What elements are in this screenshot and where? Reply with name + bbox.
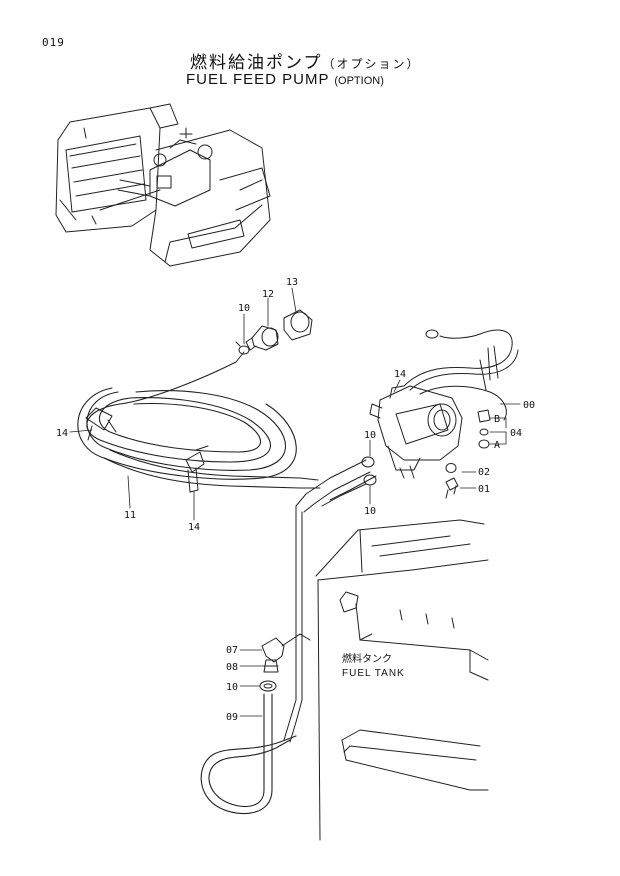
excavator-overview-illustration [55,103,271,267]
label-14-left: 14 [56,428,68,439]
title-japanese-main: 燃料給油ポンプ [190,53,323,73]
hose-clamp-10-top [235,341,250,355]
label-A: A [494,440,500,451]
label-09: 09 [226,712,238,723]
label-14-pump: 14 [394,369,406,380]
title-japanese-sub: （オプション） [322,57,421,71]
part-number-labels: 10 12 13 14 00 B 04 A 02 01 10 10 14 11 … [56,277,535,723]
leader-lines [69,287,521,717]
label-07: 07 [226,645,238,656]
fuel-pump-assembly [369,329,519,479]
label-10-top: 10 [238,303,250,314]
tank-label-english: FUEL TANK [342,668,405,679]
label-00: 00 [523,400,535,411]
label-04: 04 [510,428,522,439]
label-01: 01 [478,484,490,495]
pump-outlet-hoses [295,456,377,513]
title-english-main: FUEL FEED PUMP [186,71,330,88]
label-10-lower: 10 [226,682,238,693]
suction-pipe [283,505,303,743]
title-japanese: 燃料給油ポンプ（オプション） [190,48,421,73]
elbow-07 [261,633,311,663]
title-english-sub: (OPTION) [334,75,384,87]
label-12: 12 [262,289,274,300]
label-02: 02 [478,467,490,478]
hose-coil [77,361,321,489]
label-14-center: 14 [188,522,200,533]
fuel-tank [315,519,489,841]
strainer-12 [245,325,279,351]
label-13: 13 [286,277,298,288]
label-11: 11 [124,510,136,521]
tank-label-japanese: 燃料タンク [342,652,392,665]
label-B: B [494,414,500,425]
clamp-10-lower [259,680,277,692]
label-10-pump-upper: 10 [364,430,376,441]
cap-13 [283,309,313,341]
pump-hardware [445,409,491,499]
hose-clamp-14-left [85,407,117,441]
adapter-08 [263,659,279,673]
hose-09 [200,693,297,815]
title-english: FUEL FEED PUMP (OPTION) [186,71,384,88]
label-10-pump-lower: 10 [364,506,376,517]
label-08: 08 [226,662,238,673]
hose-clamp-14-center [185,445,209,493]
page-number: 019 [42,36,65,49]
